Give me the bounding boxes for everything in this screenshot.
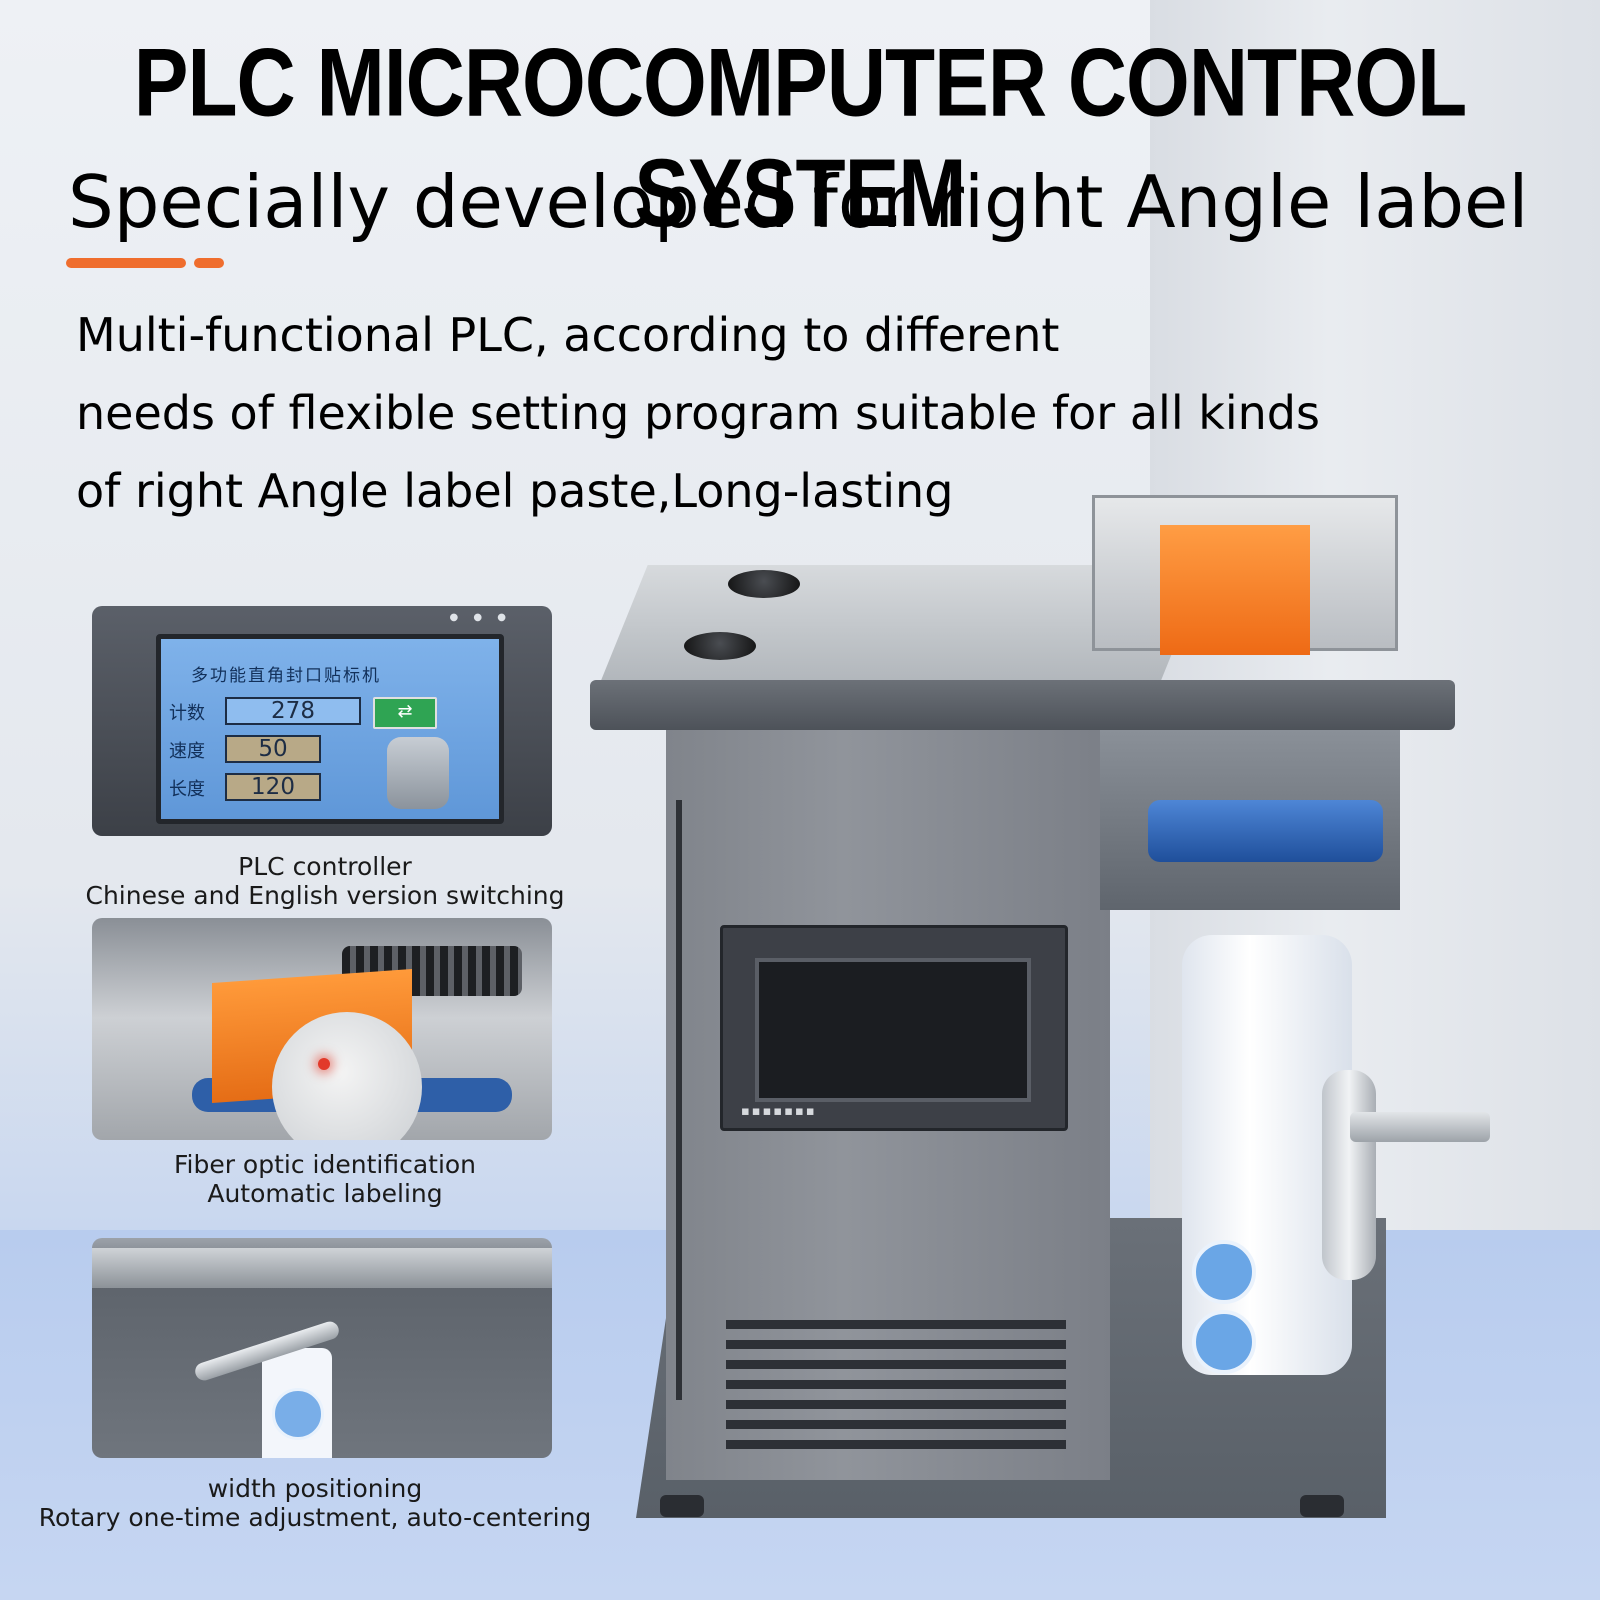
blue-feed-roller xyxy=(1148,800,1383,862)
description: Multi-functional PLC, according to diffe… xyxy=(76,296,1336,530)
count-value: 278 xyxy=(225,697,361,725)
count-label: 计数 xyxy=(169,703,205,724)
adjust-knob-icon xyxy=(728,570,800,598)
caption-line: Chinese and English version switching xyxy=(85,881,565,910)
product-disc xyxy=(272,1012,422,1140)
plc-caption: PLC controller Chinese and English versi… xyxy=(60,852,590,910)
speed-value: 50 xyxy=(225,735,321,763)
machine-foot xyxy=(1300,1495,1344,1517)
roll-hub xyxy=(1322,1070,1376,1280)
laser-dot-icon xyxy=(318,1058,330,1070)
touch-screen xyxy=(755,958,1031,1102)
caption-line: Fiber optic identification xyxy=(173,1150,477,1179)
status-leds: ● ● ● xyxy=(449,612,512,623)
speed-label: 速度 xyxy=(169,741,205,762)
description-line: needs of flexible setting program suitab… xyxy=(76,386,1320,440)
description-line: Multi-functional PLC, according to diffe… xyxy=(76,308,1060,362)
round-label xyxy=(272,1388,324,1440)
caption-line: Rotary one-time adjustment, auto-centeri… xyxy=(38,1503,592,1532)
width-caption: width positioning Rotary one-time adjust… xyxy=(0,1474,630,1532)
fiber-optic-image xyxy=(92,918,552,1140)
switch-icon: ⇄ xyxy=(373,697,437,729)
plc-screen: 多功能直角封口贴标机 计数 278 速度 50 长度 120 ⇄ xyxy=(156,634,504,824)
caption-line: PLC controller xyxy=(238,852,412,881)
plc-screen-title: 多功能直角封口贴标机 xyxy=(191,666,381,686)
accent-dot xyxy=(194,258,224,268)
description-line: of right Angle label paste,Long-lasting xyxy=(76,464,954,518)
vent-grille xyxy=(726,1320,1066,1450)
machine-foot xyxy=(660,1495,704,1517)
caption-line: Automatic labeling xyxy=(207,1179,443,1208)
steel-shelf xyxy=(92,1248,552,1288)
length-value: 120 xyxy=(225,773,321,801)
headline: PLC MICROCOMPUTER CONTROL SYSTEM xyxy=(133,29,1467,248)
round-label xyxy=(1192,1310,1256,1374)
subtitle: Specially developed for right Angle labe… xyxy=(68,160,1529,244)
adjust-knob-icon xyxy=(684,632,756,660)
width-positioning-image xyxy=(92,1238,552,1458)
round-label xyxy=(1192,1240,1256,1304)
orange-press-pad xyxy=(1160,525,1310,655)
caption-line: width positioning xyxy=(207,1474,423,1503)
cabinet-door-edge xyxy=(676,800,682,1400)
length-label: 长度 xyxy=(169,779,205,800)
plc-controller-image: ● ● ● 多功能直角封口贴标机 计数 278 速度 50 长度 120 ⇄ xyxy=(92,606,552,836)
accent-bar xyxy=(66,258,186,268)
roll-axle xyxy=(1350,1112,1490,1142)
dial-knob-icon xyxy=(387,737,449,809)
fiber-caption: Fiber optic identification Automatic lab… xyxy=(60,1150,590,1208)
table-rim xyxy=(590,680,1455,730)
panel-brand-mark: ▪▪▪▪▪▪▪ xyxy=(741,1104,817,1119)
touch-panel: ▪▪▪▪▪▪▪ xyxy=(720,925,1068,1131)
